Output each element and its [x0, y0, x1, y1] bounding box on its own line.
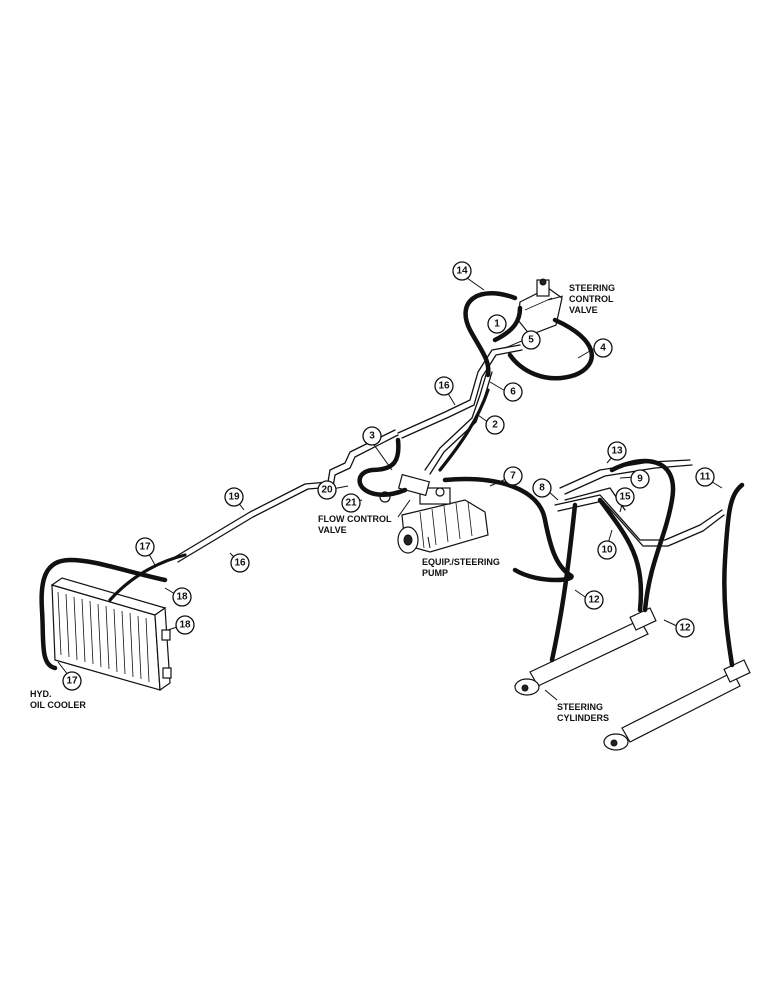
svg-text:12: 12 — [588, 595, 600, 606]
svg-text:EQUIP./STEERING: EQUIP./STEERING — [422, 557, 500, 567]
svg-text:2: 2 — [492, 420, 498, 431]
steering-cylinder-left — [514, 607, 657, 696]
callout-9: 9 — [630, 469, 650, 489]
hyd-oil-cooler — [50, 577, 172, 692]
svg-text:18: 18 — [176, 592, 188, 603]
svg-text:10: 10 — [601, 545, 613, 556]
svg-text:1: 1 — [494, 319, 500, 330]
svg-text:8: 8 — [539, 483, 545, 494]
svg-text:HYD.: HYD. — [30, 689, 52, 699]
callout-21: 21 — [341, 493, 361, 513]
svg-text:PUMP: PUMP — [422, 568, 448, 578]
callout-6: 6 — [503, 382, 523, 402]
svg-text:21: 21 — [345, 498, 357, 509]
svg-text:9: 9 — [637, 474, 643, 485]
callout-10: 10 — [597, 540, 617, 560]
svg-text:19: 19 — [228, 492, 240, 503]
callout-7: 7 — [503, 466, 523, 486]
steel-tubes — [174, 344, 725, 563]
svg-text:7: 7 — [510, 471, 516, 482]
callout-17-lower: 17 — [62, 671, 82, 691]
svg-text:20: 20 — [321, 485, 333, 496]
callout-8: 8 — [532, 478, 552, 498]
callout-16-lower: 16 — [230, 553, 250, 573]
callout-5: 5 — [521, 330, 541, 350]
hoses — [39, 291, 745, 671]
svg-text:STEERING: STEERING — [569, 283, 615, 293]
callout-3: 3 — [362, 426, 382, 446]
svg-text:16: 16 — [234, 558, 246, 569]
callout-14: 15 — [615, 487, 635, 507]
callout-17-upper: 17 — [135, 537, 155, 557]
svg-text:16: 16 — [438, 381, 450, 392]
svg-text:CYLINDERS: CYLINDERS — [557, 713, 609, 723]
svg-text:18: 18 — [179, 620, 191, 631]
callouts: 14 1 5 4 6 16 2 3 7 8 13 9 11 15 10 12 1… — [62, 261, 715, 691]
callout-12-left: 12 — [584, 590, 604, 610]
svg-text:11: 11 — [700, 472, 711, 483]
svg-text:4: 4 — [600, 343, 606, 354]
callout-16-upper: 16 — [434, 376, 454, 396]
callout-1: 1 — [487, 314, 507, 334]
svg-text:13: 13 — [611, 446, 623, 457]
callout-13: 13 — [607, 441, 627, 461]
callout-19: 19 — [224, 487, 244, 507]
callout-12-right: 12 — [675, 618, 695, 638]
callout-18-lower: 18 — [175, 615, 195, 635]
svg-text:17: 17 — [66, 676, 78, 687]
callout-18-upper: 18 — [172, 587, 192, 607]
label-equip-steering-pump: EQUIP./STEERING PUMP — [422, 557, 500, 578]
svg-text:CONTROL: CONTROL — [569, 294, 614, 304]
svg-text:17: 17 — [139, 542, 151, 553]
svg-text:FLOW CONTROL: FLOW CONTROL — [318, 514, 392, 524]
equip-steering-pump — [397, 487, 489, 554]
svg-text:6: 6 — [510, 387, 516, 398]
svg-text:14: 14 — [456, 266, 468, 277]
svg-text:12: 12 — [679, 623, 691, 634]
label-flow-control-valve: FLOW CONTROL VALVE — [318, 514, 392, 535]
callout-2: 2 — [485, 415, 505, 435]
label-steering-cylinders: STEERING CYLINDERS — [557, 702, 609, 723]
label-steering-control-valve: STEERING CONTROL VALVE — [569, 283, 615, 315]
callout-15: 14 — [452, 261, 472, 281]
steering-control-valve — [517, 278, 563, 336]
callout-20: 20 — [317, 480, 337, 500]
svg-text:VALVE: VALVE — [318, 525, 347, 535]
svg-text:3: 3 — [369, 431, 375, 442]
svg-text:5: 5 — [528, 335, 534, 346]
callout-4: 4 — [593, 338, 613, 358]
callout-11: 11 — [695, 467, 715, 487]
svg-text:OIL COOLER: OIL COOLER — [30, 700, 86, 710]
label-hyd-oil-cooler: HYD. OIL COOLER — [30, 689, 86, 710]
cooler-fins — [57, 591, 150, 683]
steering-cylinder-right — [603, 659, 751, 751]
svg-text:STEERING: STEERING — [557, 702, 603, 712]
svg-text:VALVE: VALVE — [569, 305, 598, 315]
svg-text:15: 15 — [619, 492, 631, 503]
component-labels: STEERING CONTROL VALVE FLOW CONTROL VALV… — [30, 283, 615, 723]
